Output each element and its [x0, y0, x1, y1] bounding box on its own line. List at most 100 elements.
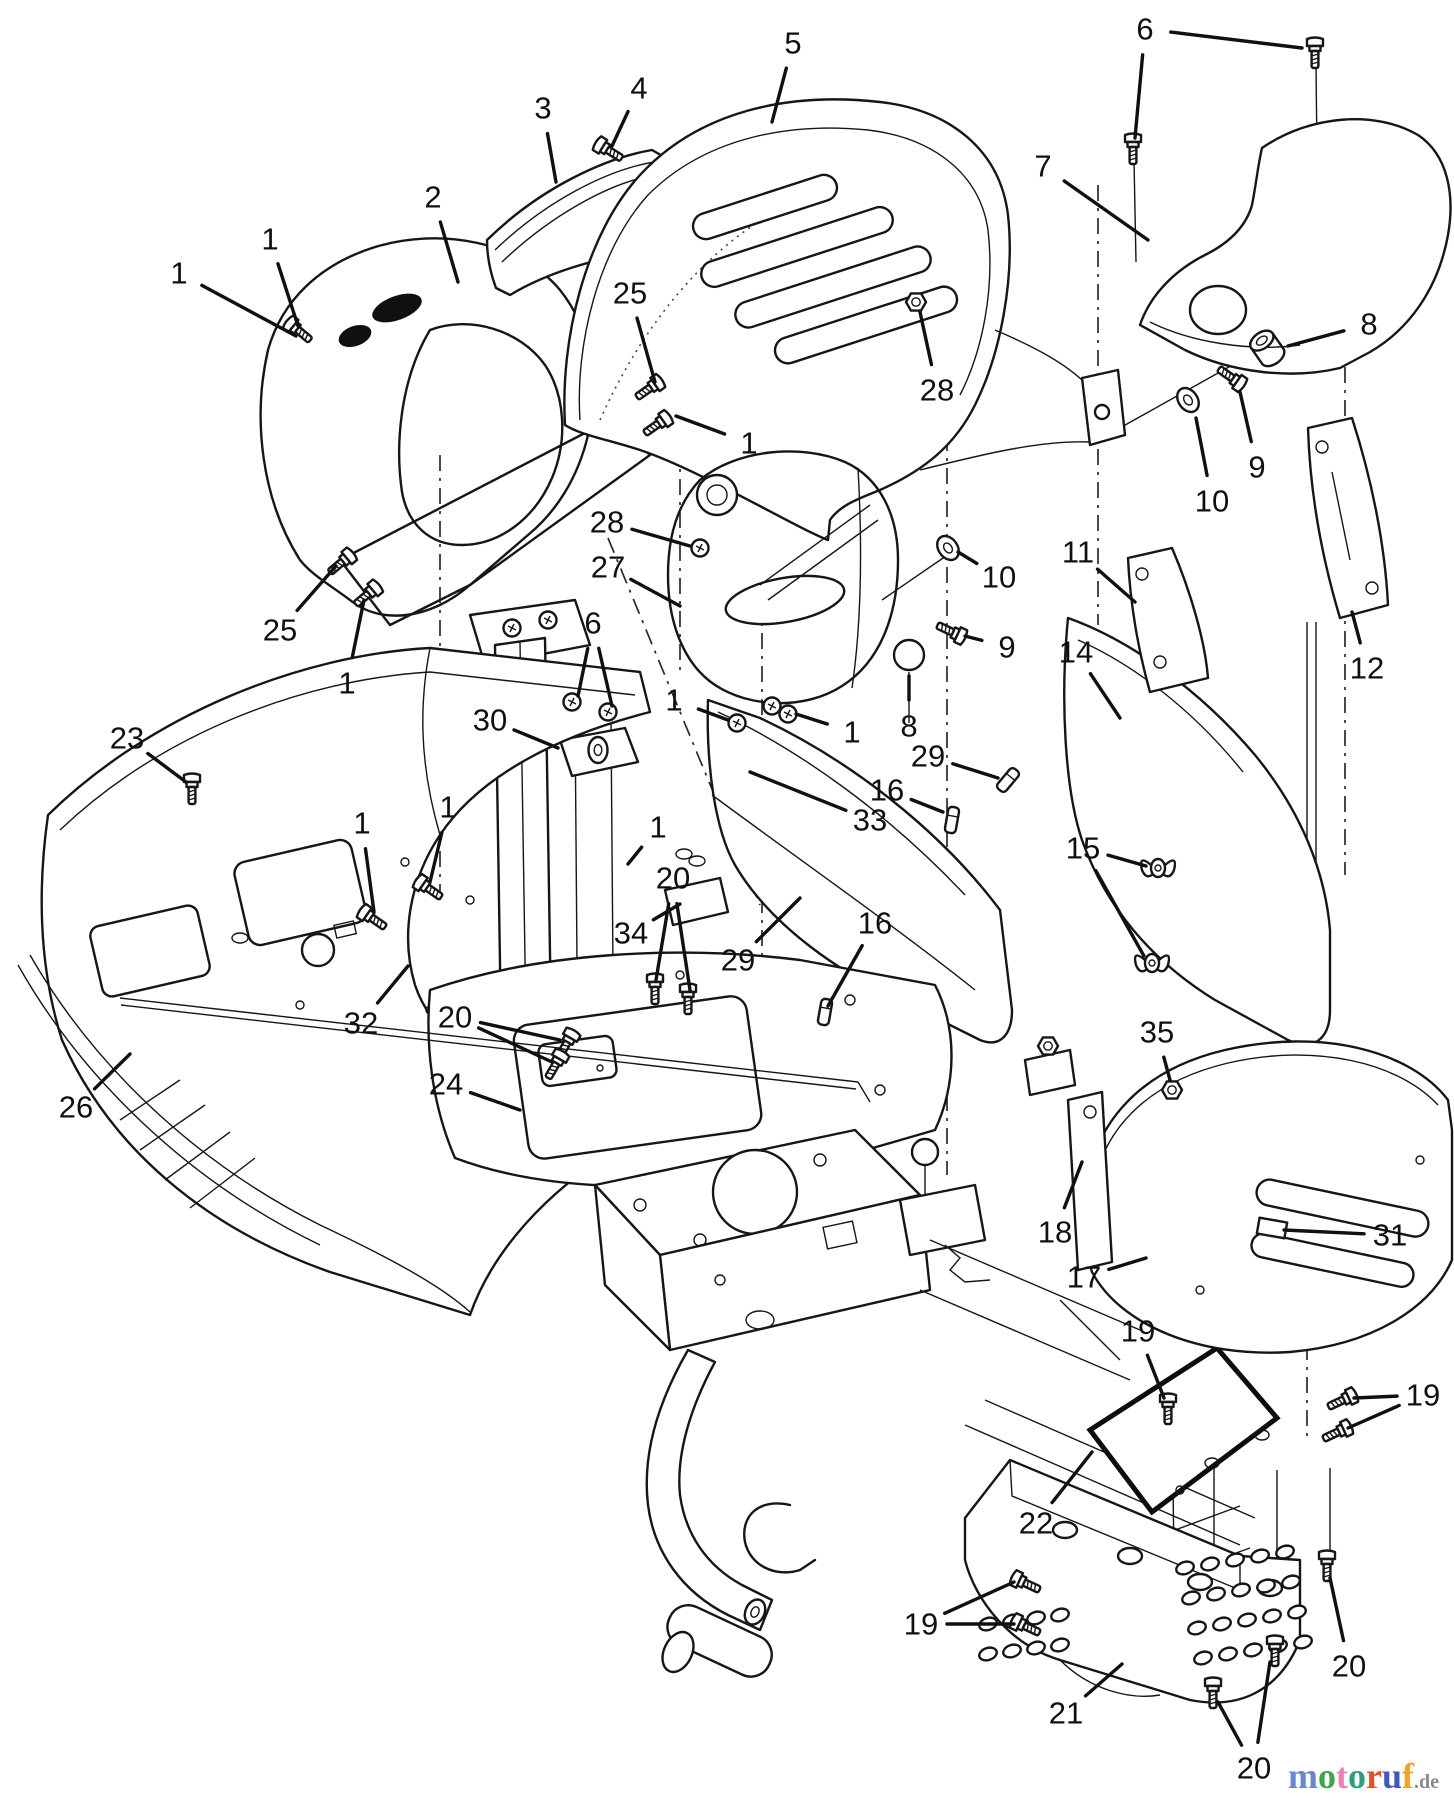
- leader-line: [576, 646, 590, 698]
- leader-line: [1095, 567, 1137, 604]
- callout-label-21: 21: [1049, 1696, 1083, 1731]
- leader-line: [1145, 1353, 1166, 1400]
- leader-line: [770, 66, 789, 124]
- callout-label-33: 33: [853, 803, 887, 838]
- leader-line: [626, 845, 644, 866]
- callout-label-25: 25: [263, 613, 297, 648]
- leader-line: [545, 131, 558, 184]
- watermark-text: motoruf.de: [1288, 1756, 1439, 1796]
- leader-line: [1106, 853, 1148, 868]
- nut-glyph: [1160, 1080, 1184, 1100]
- leader-line: [363, 847, 376, 914]
- leader-line: [1238, 390, 1253, 444]
- callout-label-11: 11: [1062, 535, 1094, 570]
- screwtop-glyph: [727, 713, 747, 733]
- leader-line: [1088, 671, 1122, 720]
- leader-line: [963, 634, 984, 643]
- leader-line: [512, 728, 560, 750]
- hood-bracket-left: [1126, 546, 1210, 694]
- wingnut-glyph: [1133, 952, 1171, 974]
- screwtop-glyph: [690, 538, 710, 558]
- callout-label-31: 31: [1373, 1218, 1407, 1253]
- steering-cowl: [259, 237, 595, 617]
- callout-label-14: 14: [1059, 635, 1093, 670]
- leader-line: [956, 550, 979, 566]
- callout-label-27: 27: [591, 550, 625, 585]
- leader-line: [630, 527, 692, 548]
- air-duct: [1138, 118, 1452, 375]
- callout-label-20: 20: [656, 861, 690, 896]
- callout-label-6: 6: [584, 606, 601, 641]
- callout-label-19: 19: [1406, 1378, 1440, 1413]
- leader-line: [826, 943, 864, 1008]
- leader-line: [1286, 329, 1346, 348]
- leader-line: [200, 283, 298, 338]
- wingnut-glyph: [1139, 857, 1177, 879]
- washer-glyph: [931, 530, 965, 566]
- leader-line: [146, 751, 188, 784]
- callout-label-19: 19: [904, 1607, 938, 1642]
- nut-glyph: [904, 292, 928, 312]
- leader-line: [651, 902, 682, 922]
- callout-label-16: 16: [858, 906, 892, 941]
- callout-label-1: 1: [338, 666, 355, 701]
- support-bracket: [663, 876, 730, 927]
- leader-line: [754, 896, 802, 944]
- callout-label-1: 1: [261, 222, 278, 257]
- hood-bracket-right: [1306, 416, 1390, 620]
- leader-line: [1062, 1160, 1084, 1210]
- leader-line: [1094, 868, 1146, 958]
- leader-line: [1282, 1228, 1366, 1236]
- callout-label-15: 15: [1066, 831, 1100, 866]
- screwtop-glyph: [598, 702, 618, 722]
- leader-line: [476, 1026, 554, 1064]
- callout-label-2: 2: [424, 180, 441, 215]
- callout-label-30: 30: [473, 703, 507, 738]
- leader-line: [428, 830, 444, 884]
- screw-glyph: [1318, 1417, 1356, 1448]
- leader-line: [1352, 1394, 1399, 1400]
- leader-line: [654, 901, 671, 982]
- screw-glyph: [1317, 1549, 1337, 1583]
- bumper-bracket: [1066, 1090, 1114, 1272]
- callout-label-32: 32: [344, 1006, 378, 1041]
- leader-line: [696, 707, 730, 722]
- fuel-tank: [666, 450, 900, 705]
- clip-glyph: [994, 765, 1022, 795]
- leader-line: [1256, 1660, 1272, 1744]
- leader-line: [909, 797, 945, 814]
- hitch-hook: [743, 1502, 817, 1574]
- hood: [563, 98, 1127, 542]
- leader-line: [350, 598, 366, 660]
- hitch-tube: [645, 1348, 817, 1678]
- leader-line: [1062, 179, 1150, 242]
- callout-label-20: 20: [1237, 1751, 1271, 1786]
- leader-line: [942, 1580, 1016, 1615]
- screwtop-glyph: [778, 704, 798, 724]
- screwtop-glyph: [502, 618, 522, 638]
- callout-label-12: 12: [1350, 651, 1384, 686]
- leader-line: [1050, 1450, 1094, 1505]
- leader-line: [375, 964, 410, 1005]
- screw-glyph: [1323, 1385, 1361, 1416]
- callout-label-10: 10: [1195, 484, 1229, 519]
- callout-label-20: 20: [1332, 1649, 1366, 1684]
- leader-line: [597, 646, 614, 708]
- pad-glyph: [892, 638, 926, 672]
- leader-line: [1162, 1055, 1172, 1082]
- nut-glyph: [1036, 1036, 1060, 1056]
- leader-line: [438, 220, 460, 284]
- callout-label-8: 8: [900, 709, 917, 744]
- callout-label-8: 8: [1360, 307, 1377, 342]
- leader-line: [629, 577, 682, 608]
- screwtop-glyph: [762, 696, 782, 716]
- leader-line: [675, 902, 692, 992]
- callout-label-26: 26: [59, 1090, 93, 1125]
- leader-line: [951, 762, 1000, 780]
- callout-label-1: 1: [649, 810, 666, 845]
- leader-line: [276, 262, 300, 328]
- leader-line: [794, 712, 829, 726]
- callout-label-16: 16: [870, 773, 904, 808]
